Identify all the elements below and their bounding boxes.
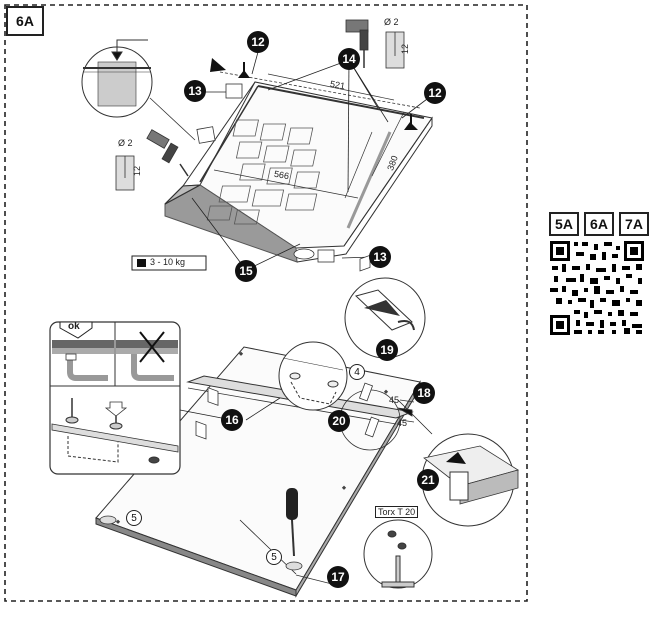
callout-21: 21 xyxy=(417,469,439,491)
angle-45-a: 45 xyxy=(389,395,400,405)
inset-panel-screw-detail xyxy=(49,321,181,475)
drill-icon xyxy=(345,19,405,69)
callout-18: 18 xyxy=(413,382,435,404)
detail-magnifier-rail xyxy=(81,39,196,141)
weight-label: 3 - 10 kg xyxy=(150,257,186,267)
callout-16: 16 xyxy=(221,409,243,431)
callout-12-right: 12 xyxy=(424,82,446,104)
callout-13-left: 13 xyxy=(184,80,206,102)
callout-13-right: 13 xyxy=(369,246,391,268)
qr-code xyxy=(549,240,645,336)
detail-magnifier-bracket xyxy=(363,519,433,589)
callout-15: 15 xyxy=(235,260,257,282)
drill-diameter-top: Ø 2 xyxy=(384,17,399,27)
detail-magnifier-screws xyxy=(278,341,348,411)
weight-box xyxy=(131,255,207,271)
ok-label: ok xyxy=(68,321,80,332)
page-link-5a[interactable]: 5A xyxy=(549,212,579,236)
page-link-7a[interactable]: 7A xyxy=(619,212,649,236)
page-link-6a[interactable]: 6A xyxy=(584,212,614,236)
drill-diameter-left: Ø 2 xyxy=(118,138,133,148)
drill-depth-left: 12 xyxy=(132,165,143,177)
callout-12-top: 12 xyxy=(247,31,269,53)
connector-parts xyxy=(196,83,335,263)
callout-14: 14 xyxy=(338,48,360,70)
drill-depth-top: 12 xyxy=(400,43,411,55)
callout-19: 19 xyxy=(376,339,398,361)
callout-20: 20 xyxy=(328,410,350,432)
arrow-icon xyxy=(210,58,226,72)
tool-label: Torx T 20 xyxy=(375,506,419,518)
drill-icon-left xyxy=(115,129,189,191)
weight-icon xyxy=(137,259,146,267)
callout-17: 17 xyxy=(327,566,349,588)
part-number-5-left: 5 xyxy=(126,510,142,526)
step-frame xyxy=(4,4,528,602)
part-number-4: 4 xyxy=(349,364,365,380)
step-number: 6A xyxy=(6,6,44,36)
part-number-5-bottom: 5 xyxy=(266,549,282,565)
detail-magnifier-pad xyxy=(421,433,519,527)
angle-45-b: 45 xyxy=(397,418,408,428)
